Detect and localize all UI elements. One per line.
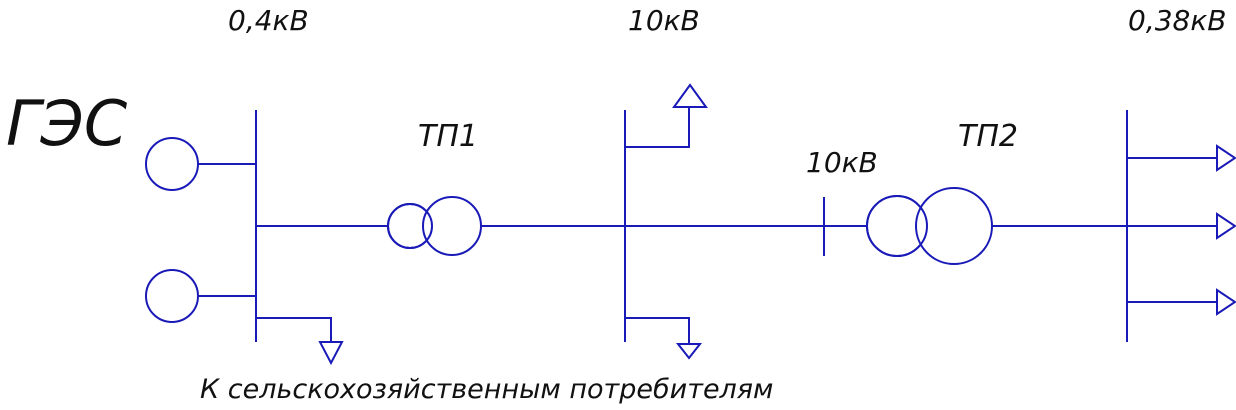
bus1-load-feeder [256, 317, 332, 342]
generator-2 [145, 269, 199, 323]
generator-1 [145, 137, 199, 191]
tp2-transformer-icon [866, 187, 993, 265]
bus1-voltage-label: 0,4кВ [228, 4, 309, 37]
bus2-upper-arrow-icon [672, 83, 708, 108]
bus2-lower-arrow-icon [675, 343, 703, 360]
bus2-upper-feeder [625, 107, 690, 148]
consumers-label: К сельскохозяйственным потребителям [200, 374, 773, 405]
tp1-transformer-icon [387, 196, 482, 256]
bus3-voltage-label: 0,38кВ [1128, 4, 1226, 37]
tp2-label: ТП2 [958, 119, 1018, 154]
tp1-label: ТП1 [418, 119, 478, 154]
bus1-load-arrow-icon [318, 341, 344, 366]
bus2-lower-feeder [625, 317, 690, 344]
bus3-feeder-3-arrow-icon [1216, 288, 1236, 316]
bus2-voltage-label: 10кВ [628, 4, 700, 37]
line-voltage-label: 10кВ [806, 146, 878, 179]
bus3-feeder-1-arrow-icon [1216, 144, 1236, 172]
bus3-feeder-2-arrow-icon [1216, 212, 1236, 240]
station-label: ГЭС [6, 87, 128, 160]
